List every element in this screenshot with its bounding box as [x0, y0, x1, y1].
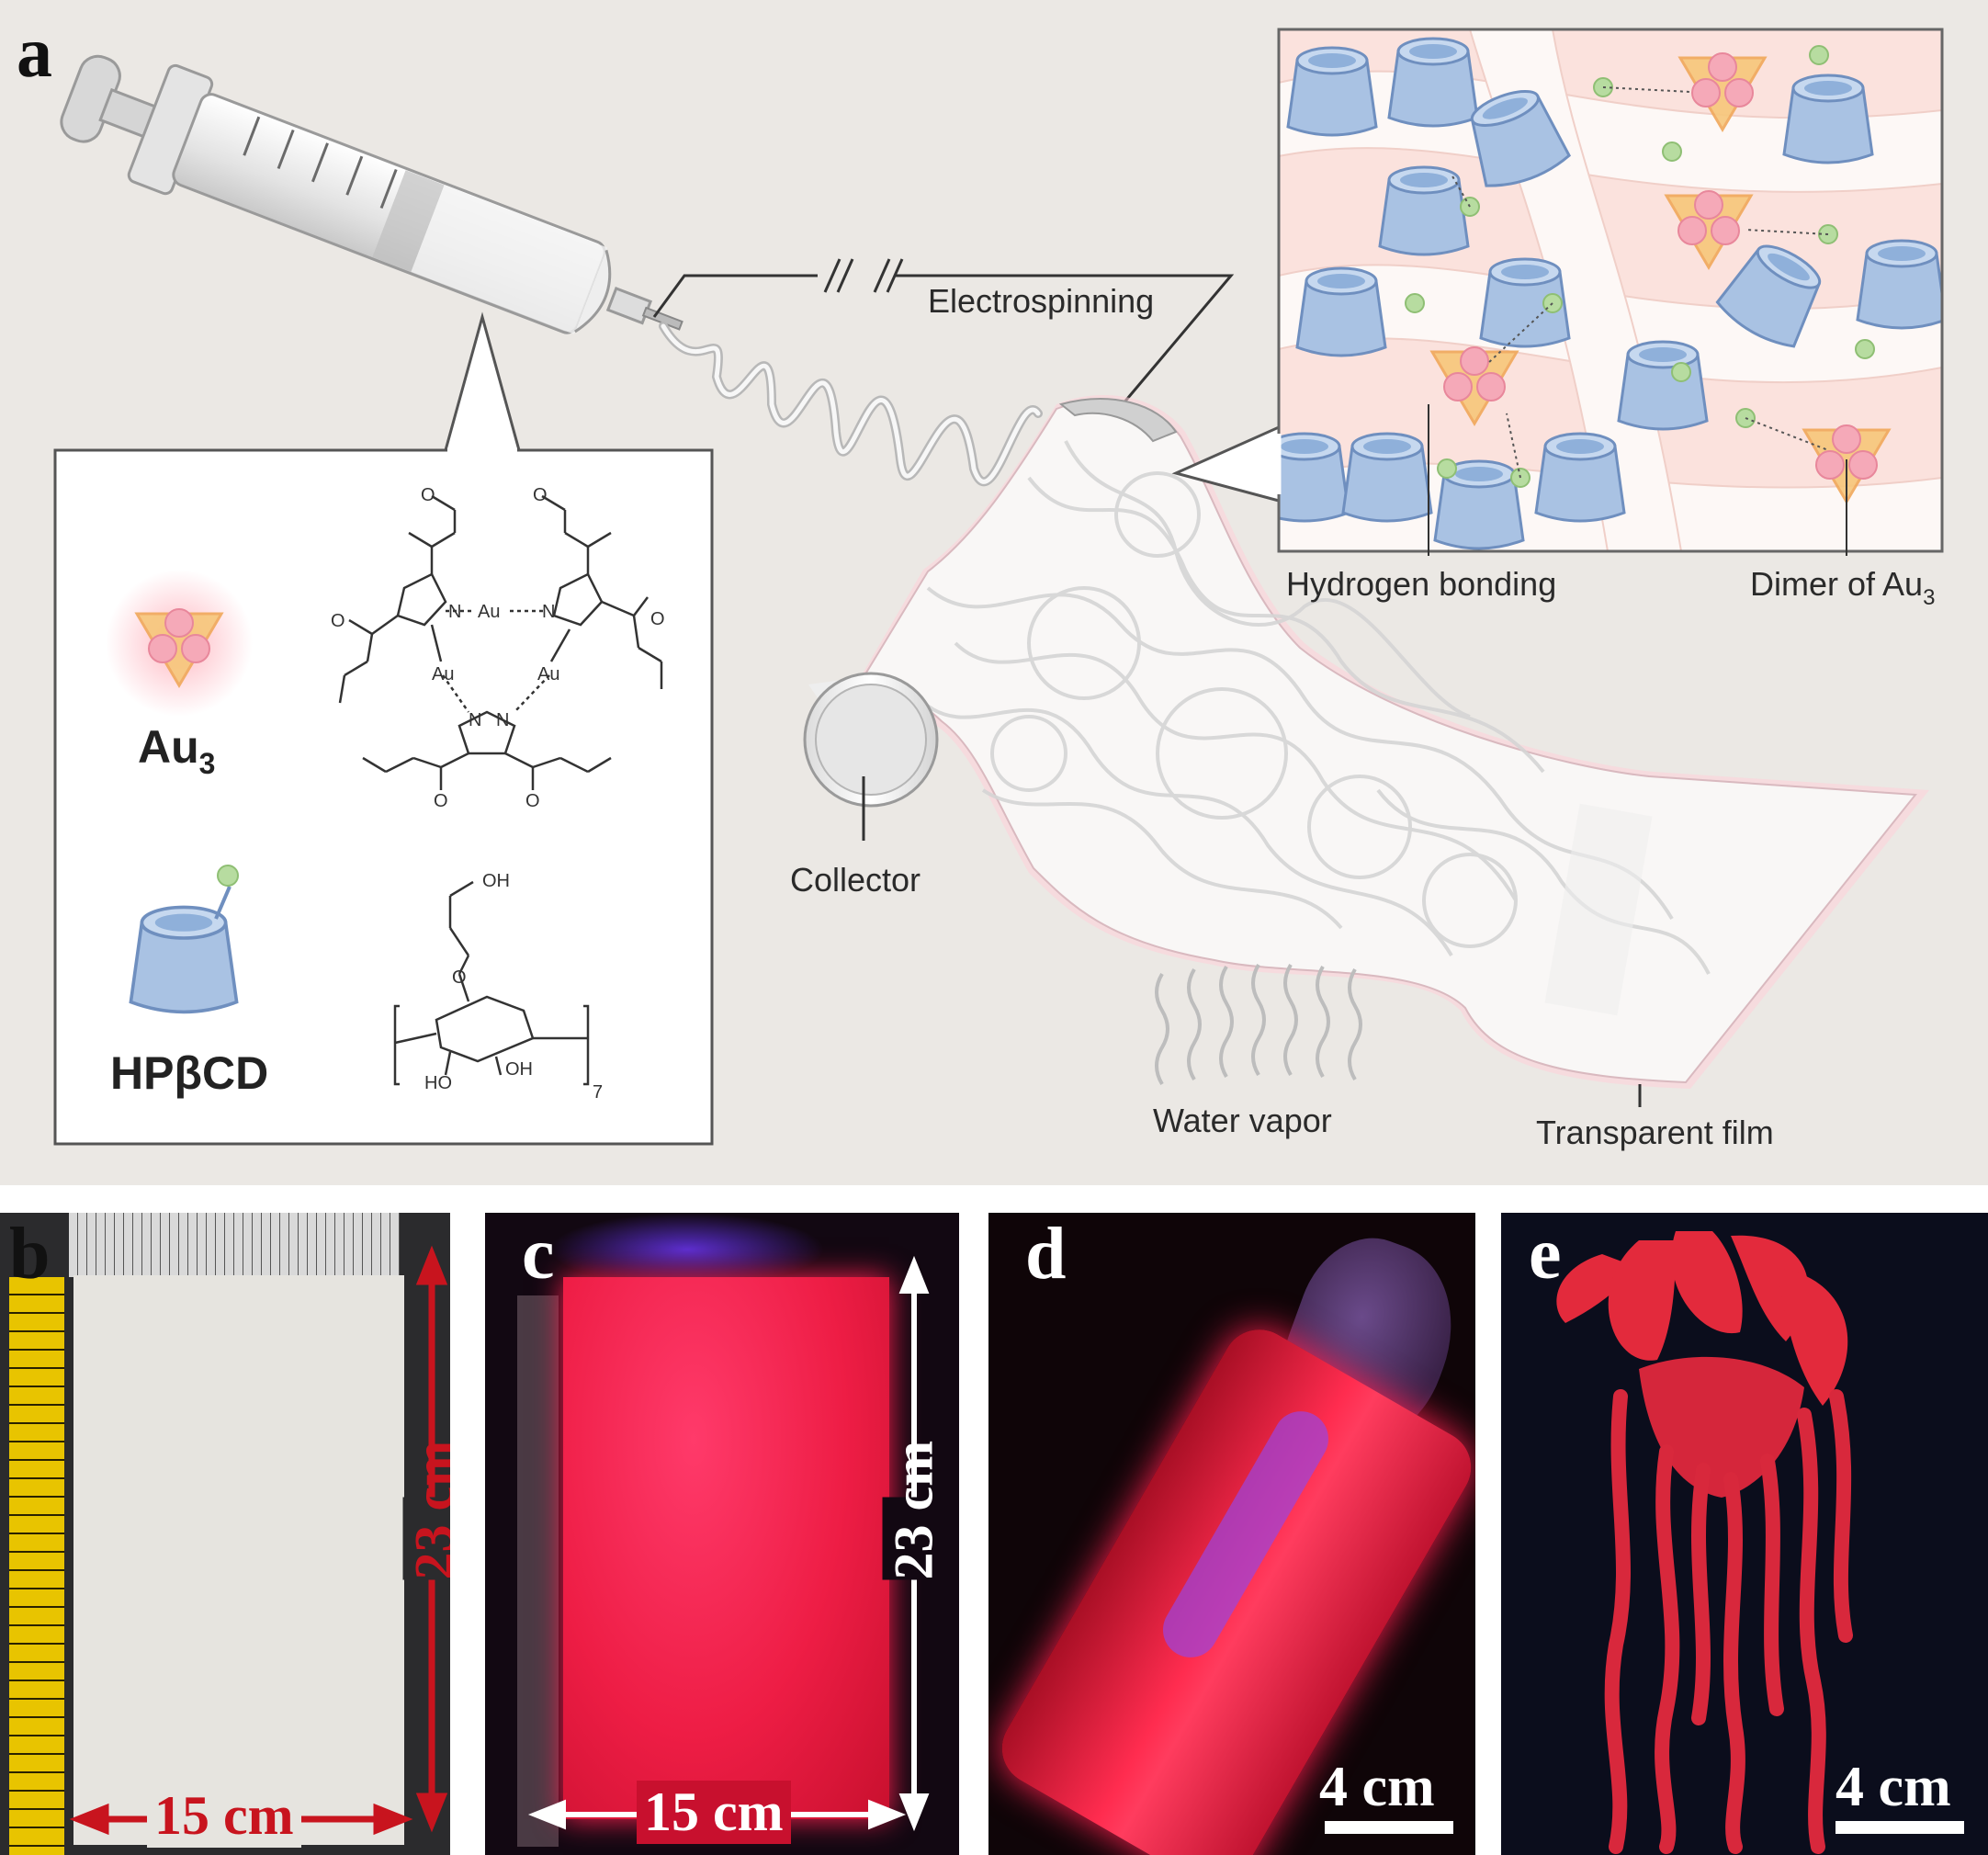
au3-label: Au3 [138, 721, 215, 780]
circuit-wire [652, 258, 1235, 405]
luminescent-film-sheet [563, 1277, 889, 1819]
panel-label-b: b [9, 1214, 51, 1295]
chem-n-3: N [469, 710, 481, 730]
chem-o-2: O [533, 485, 548, 505]
width-measure-b: 15 cm [147, 1784, 301, 1848]
molecule-inset [53, 448, 714, 1146]
collector-label: Collector [790, 861, 921, 899]
chem-n-4: N [496, 710, 509, 730]
syringe [60, 54, 683, 334]
scale-bar-e [1836, 1821, 1964, 1834]
water-vapor-icon [1155, 963, 1362, 1086]
chem-o-5: O [434, 791, 448, 811]
chem-n-2: N [542, 602, 555, 622]
molecular-zoom-inset [1279, 29, 1942, 551]
panel-label-a: a [17, 12, 52, 92]
water-vapor-label: Water vapor [1153, 1102, 1332, 1139]
jellyfish-model [1556, 1231, 1853, 1854]
hpbcd-label: HPβCD [110, 1047, 268, 1099]
chem-o-6: O [525, 791, 540, 811]
scale-bar-d [1325, 1821, 1453, 1834]
scale-label-d: 4 cm [1319, 1756, 1435, 1818]
chem-oh-2: OH [505, 1059, 533, 1080]
electrospinning-schematic: Electrospinning [53, 28, 1944, 1151]
white-film-sheet [73, 1275, 404, 1845]
dimension-arrows-b [69, 1245, 448, 1836]
chem-oh-1: OH [482, 871, 510, 891]
chem-o-7: O [452, 967, 467, 988]
width-measure-c: 15 cm [637, 1781, 791, 1844]
photo-panel-e: 4 cm e [1501, 1213, 1988, 1855]
scale-label-e: 4 cm [1836, 1756, 1951, 1818]
panel-label-e: e [1529, 1214, 1562, 1295]
chem-o-3: O [331, 611, 345, 631]
transparent-film [859, 395, 1929, 1089]
height-measure-c: 23 cm [882, 1440, 946, 1580]
chem-o-1: O [421, 485, 435, 505]
chem-au-2: Au [432, 664, 454, 684]
au3-icon [106, 570, 253, 717]
fiber-jet [659, 322, 1043, 487]
collector-roll [803, 398, 1178, 808]
hydrogen-bonding-label: Hydrogen bonding [1286, 565, 1556, 603]
chem-ho: HO [424, 1073, 452, 1093]
electrospinning-label: Electrospinning [928, 282, 1154, 320]
ruler-side [517, 1295, 559, 1847]
au3-chemical-structure [338, 494, 663, 790]
uv-glow [549, 1213, 825, 1286]
chem-au-3: Au [537, 664, 559, 684]
hpbcd-icon [129, 865, 239, 1014]
ruler-top [69, 1213, 400, 1277]
dimer-of-au3-label: Dimer of Au3 [1750, 565, 1935, 610]
chem-n-1: N [448, 602, 461, 622]
schematic-panel-a: Electrospinning [0, 0, 1988, 1185]
chem-au-1: Au [478, 602, 500, 622]
height-measure-b: 23 cm [402, 1441, 450, 1580]
photo-panel-b: 15 cm 23 cm b [0, 1213, 450, 1855]
panel-label-c: c [522, 1214, 555, 1295]
photo-panel-c: 15 cm 23 cm c [485, 1213, 959, 1855]
chem-o-4: O [650, 609, 665, 629]
panel-label-d: d [1025, 1214, 1067, 1295]
tape-measure [9, 1277, 64, 1855]
hpbcd-chemical-structure [393, 880, 590, 1086]
chem-repeat: 7 [593, 1082, 603, 1103]
photo-panel-d: 4 cm d [988, 1213, 1475, 1855]
transparent-film-label: Transparent film [1536, 1114, 1774, 1151]
